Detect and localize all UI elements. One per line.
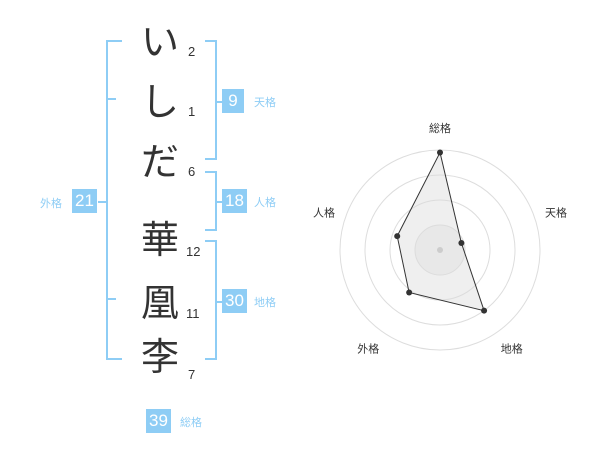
- chikaku-label: 地格: [254, 296, 276, 309]
- gaikaku-bracket-tick-lower: [106, 298, 116, 300]
- gaikaku-badge: 21: [72, 189, 97, 213]
- radar-point-4: [394, 233, 401, 240]
- radar-axis-label-4: 人格: [313, 205, 335, 219]
- stroke-count-6: 7: [188, 367, 196, 382]
- name-char-5: 凰: [140, 281, 179, 325]
- radar-axis-label-1: 天格: [545, 205, 567, 219]
- radar-ring-3: [364, 174, 516, 326]
- gaikaku-bracket-tick-upper: [106, 98, 116, 100]
- radar-value-polygon: [396, 151, 485, 312]
- soukaku-label: 総格: [180, 416, 202, 429]
- gaikaku-label: 外格: [40, 197, 62, 210]
- jinkaku-bracket-connector: [215, 201, 223, 203]
- name-char-2: し: [140, 80, 179, 124]
- radar-point-1: [458, 240, 465, 247]
- name-char-6: 李: [140, 335, 179, 379]
- tenkaku-badge: 9: [222, 89, 244, 113]
- chikaku-badge: 30: [222, 289, 247, 313]
- chikaku-bracket: [205, 240, 217, 360]
- radar-points: [394, 149, 488, 314]
- radar-axis-label-3: 外格: [357, 342, 379, 356]
- tenkaku-label: 天格: [254, 96, 276, 109]
- tenkaku-bracket: [205, 40, 217, 160]
- gaikaku-bracket: [106, 40, 122, 360]
- gaikaku-bracket-connector: [98, 201, 108, 203]
- radar-point-3: [406, 289, 413, 296]
- stroke-count-1: 2: [188, 44, 196, 59]
- radar-axis-label-0: 総格: [429, 121, 451, 135]
- name-char-1: い: [140, 20, 179, 64]
- radar-point-2: [481, 307, 488, 314]
- stroke-count-2: 1: [188, 104, 196, 119]
- stroke-count-5: 11: [186, 306, 200, 321]
- tenkaku-bracket-connector: [215, 101, 223, 103]
- radar-point-0: [437, 149, 443, 156]
- name-char-4: 華: [140, 218, 179, 262]
- chikaku-bracket-connector: [215, 301, 223, 303]
- stroke-count-3: 6: [188, 164, 196, 179]
- radar-axis-label-2: 地格: [501, 342, 523, 356]
- jinkaku-label: 人格: [254, 196, 276, 209]
- stroke-count-4: 12: [186, 244, 201, 259]
- radar-center-dot: [437, 247, 443, 253]
- soukaku-badge: 39: [146, 409, 171, 433]
- name-char-3: だ: [140, 140, 179, 184]
- jinkaku-badge: 18: [222, 189, 247, 213]
